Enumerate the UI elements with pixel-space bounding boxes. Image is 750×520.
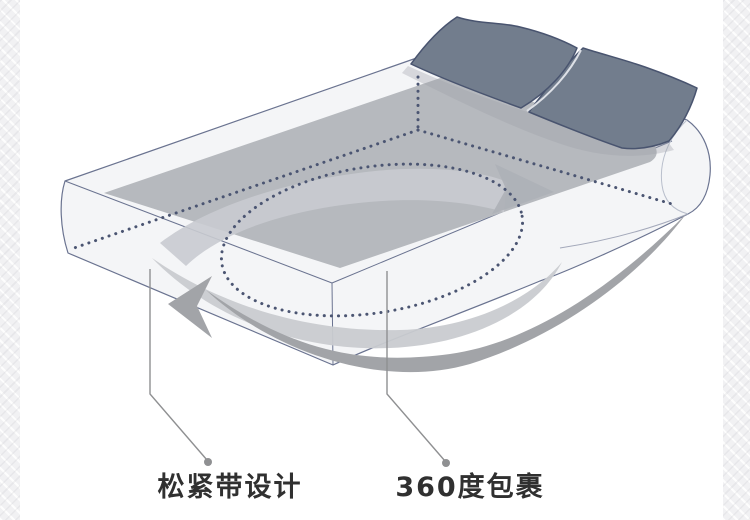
dotted-edge-to-right xyxy=(416,128,674,206)
leader-dot-elastic-band xyxy=(204,458,212,466)
dotted-rotation-ellipse xyxy=(219,162,525,318)
pillows xyxy=(410,16,698,150)
label-elastic-band-design: 松紧带设计 xyxy=(157,472,303,503)
sheet-dotted-outline xyxy=(72,75,674,318)
pillow-left xyxy=(410,16,578,109)
rotation-band-bottom xyxy=(152,258,562,349)
rotation-band-top xyxy=(160,168,507,266)
leader-line-360-wrap xyxy=(386,271,446,462)
rotation-arrowhead-right-icon xyxy=(492,164,554,214)
label-360-degree-wrap: 360度包裹 xyxy=(395,472,545,503)
left-texture-strip xyxy=(0,0,20,520)
leader-dot-360-wrap xyxy=(442,459,450,467)
rotation-arrowhead-left-icon xyxy=(168,276,212,338)
sheet-drop-edge xyxy=(559,213,689,249)
shadow-arc xyxy=(168,214,686,373)
right-texture-strip xyxy=(723,0,750,520)
leader-line-elastic-band xyxy=(149,269,208,461)
pillow-right xyxy=(528,47,698,150)
rotation-band xyxy=(152,164,562,349)
pillow-gap-highlight xyxy=(526,49,582,112)
callout-leaders xyxy=(149,269,450,467)
